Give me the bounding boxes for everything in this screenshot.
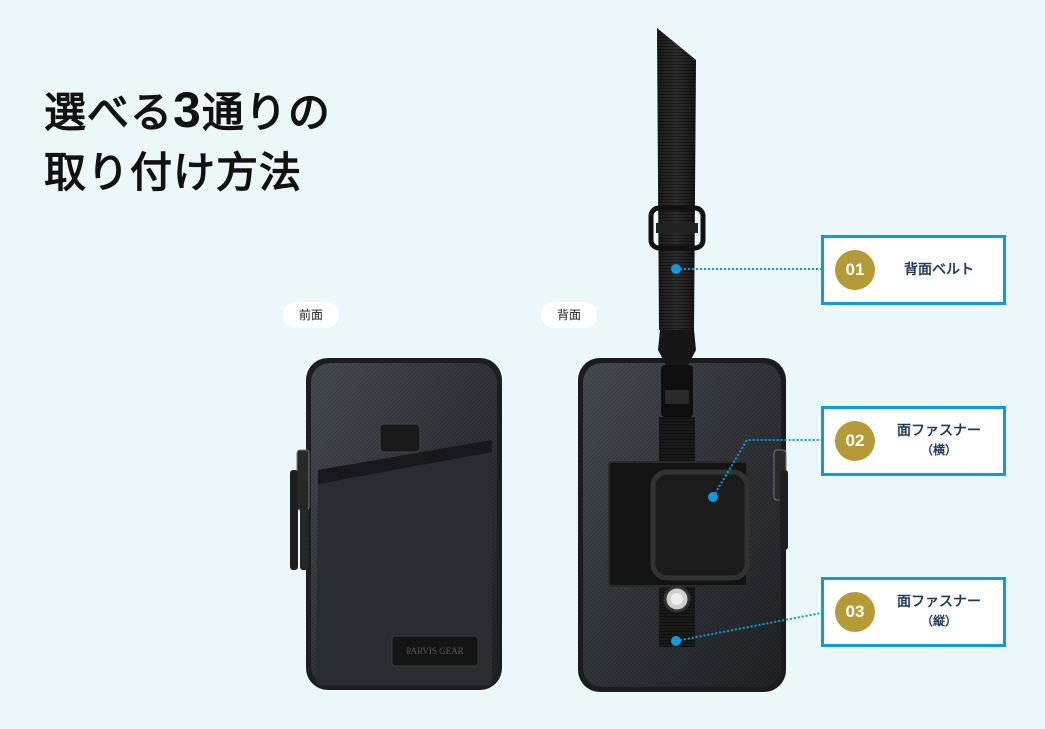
headline-text: 通りの (201, 88, 331, 137)
front-view-label: 前面 (283, 302, 340, 328)
callout-point-03 (671, 636, 681, 646)
callout-velcro-vertical: 03 面ファスナー （縦） (821, 577, 1006, 647)
connector-lines (675, 268, 822, 642)
callout-point-02 (708, 492, 718, 502)
headline-line-2: 取り付け方法 (44, 148, 303, 197)
front-bag-image (290, 358, 502, 690)
callout-number-badge: 01 (835, 250, 875, 290)
callout-label: 面ファスナー （横） (897, 423, 981, 457)
callout-velcro-horizontal: 02 面ファスナー （横） (821, 406, 1006, 476)
callout-label: 面ファスナー （縦） (897, 594, 981, 628)
brand-patch-text: PARVIS GEAR (406, 646, 463, 656)
callout-number-badge: 03 (835, 592, 875, 632)
callout-label: 背面ベルト (904, 261, 974, 278)
back-bag-image (578, 28, 788, 692)
headline-number: 3 (173, 82, 202, 138)
headline-line-1: 選べる3通りの (44, 80, 331, 143)
callout-point-01 (671, 264, 681, 274)
callout-number-badge: 02 (835, 421, 875, 461)
headline-text: 選べる (44, 88, 174, 137)
back-view-label: 背面 (541, 302, 598, 328)
callout-back-belt: 01 背面ベルト (821, 235, 1006, 305)
connector-dots (671, 264, 718, 646)
page-headline: 選べる3通りの 取り付け方法 (44, 80, 331, 203)
